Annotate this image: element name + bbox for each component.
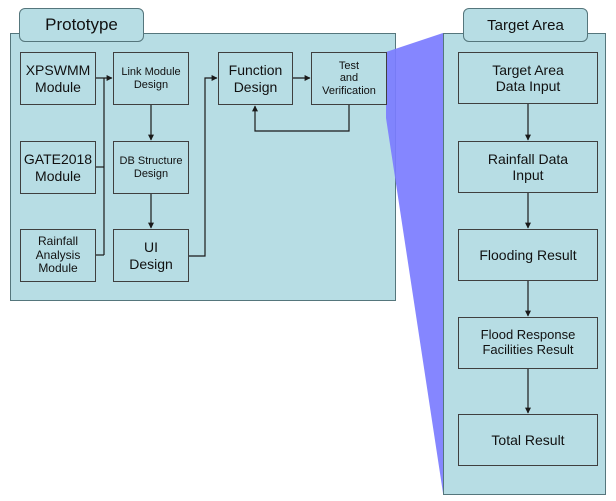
target-step-rainfall-input-box: Rainfall Data Input (458, 141, 598, 193)
target-step-flooding-result-box: Flooding Result (458, 229, 598, 281)
target-step-total-result-box: Total Result (458, 414, 598, 466)
gate2018-module-box: GATE2018 Module (20, 141, 96, 194)
zoom-band-shape (386, 33, 443, 493)
ui-design-box: UI Design (113, 229, 189, 282)
xpswmm-module-box: XPSWMM Module (20, 52, 96, 105)
target-step-flood-response-box: Flood Response Facilities Result (458, 317, 598, 369)
arrow-test-feedback (252, 105, 350, 132)
link-module-design-box: Link Module Design (113, 52, 189, 105)
db-structure-design-box: DB Structure Design (113, 141, 189, 194)
arrow-ui-to-function (189, 75, 218, 257)
function-design-box: Function Design (218, 52, 293, 105)
target-step-data-input-box: Target Area Data Input (458, 52, 598, 104)
test-verification-box: Test and Verification (311, 52, 387, 105)
prototype-title: Prototype (19, 8, 144, 42)
rainfall-analysis-module-box: Rainfall Analysis Module (20, 229, 96, 282)
target-area-title: Target Area (463, 8, 588, 42)
